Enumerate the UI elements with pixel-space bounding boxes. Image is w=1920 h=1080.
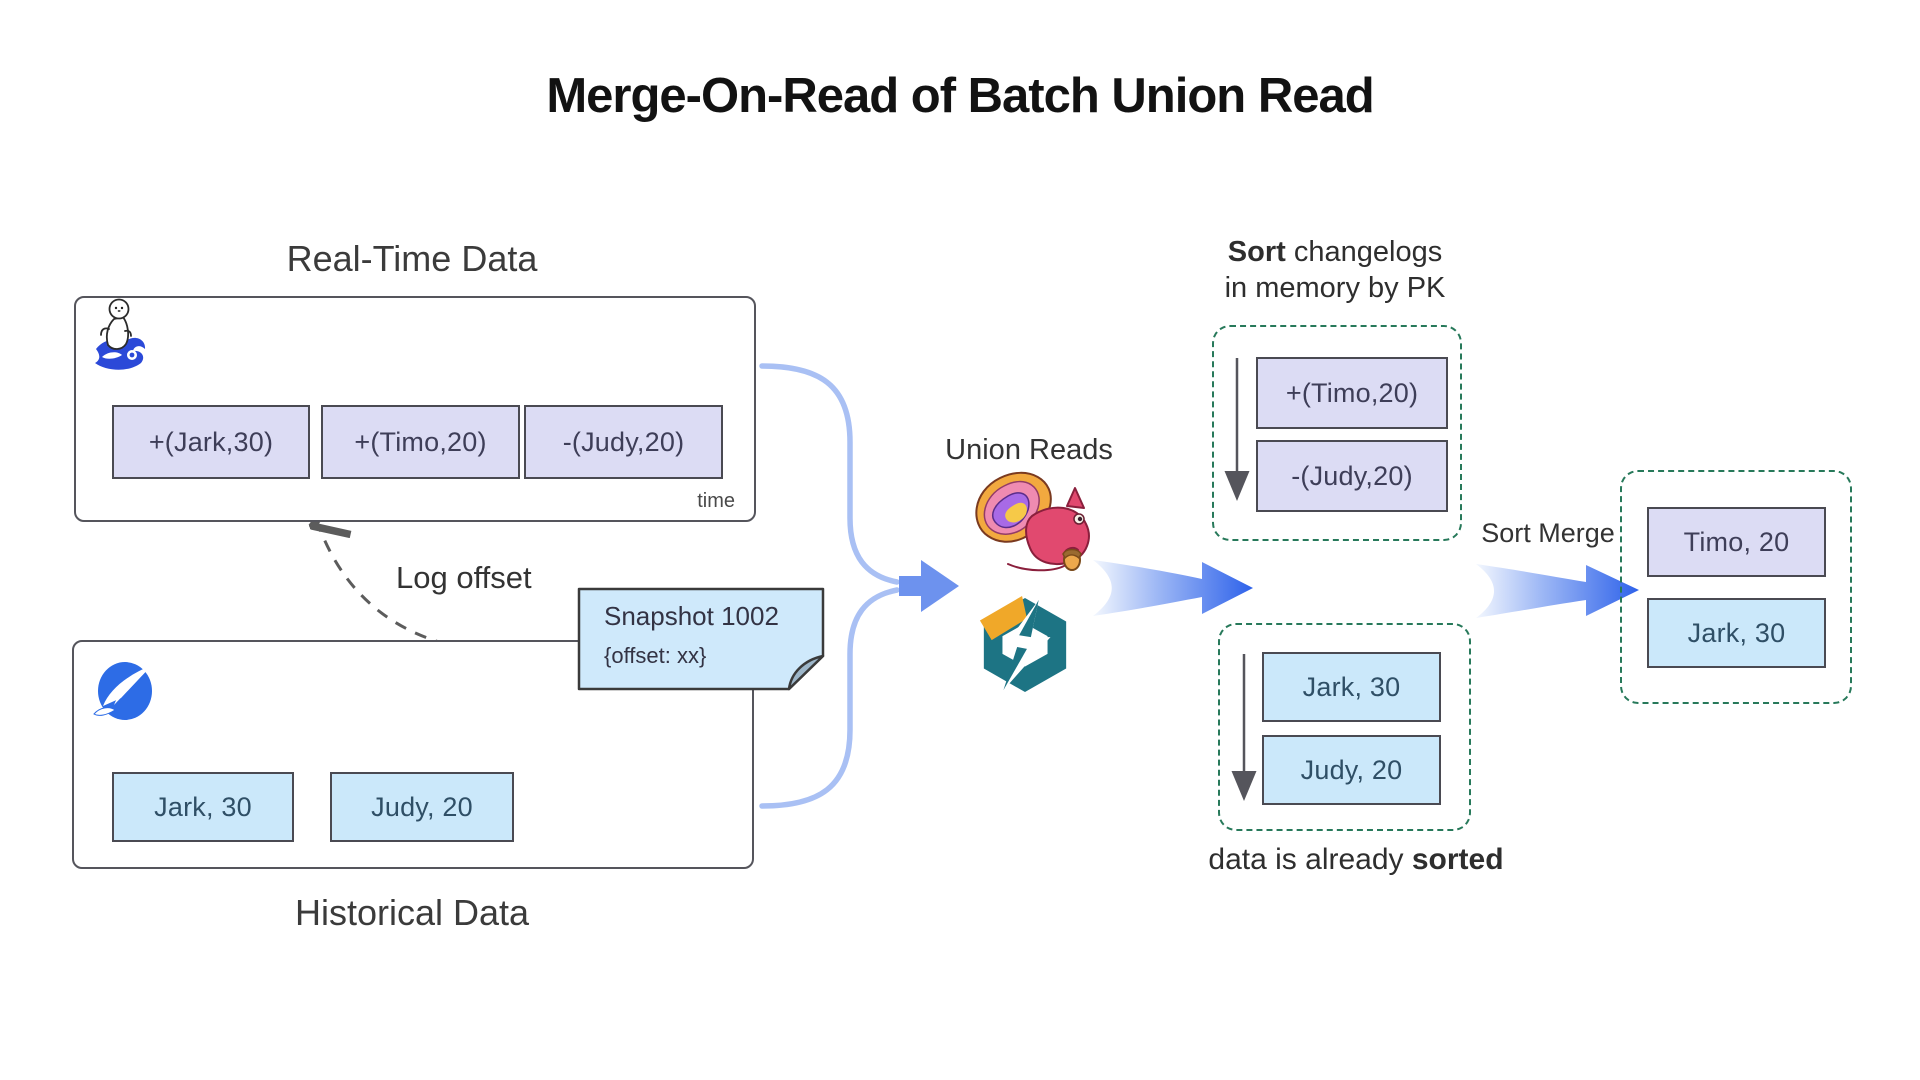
blue-marlin-circle-icon: [93, 662, 152, 720]
paimon-seal-on-wave-icon: [95, 298, 146, 370]
snapshot-note-title: Snapshot 1002: [604, 601, 779, 631]
sorted-caption: data is already sorted: [1208, 843, 1504, 876]
reads-to-sort-arrow: [1093, 560, 1253, 616]
time-axis-label: time: [697, 490, 735, 512]
sorted-changelog-cell: +(Timo,20): [1256, 357, 1448, 429]
flink-squirrel-icon: [975, 471, 1090, 572]
changelog-cell: +(Jark,30): [112, 405, 310, 479]
union-brace-arrow: [759, 363, 959, 809]
paimon-hexagon-bolt-icon: [979, 596, 1067, 693]
result-cell: Timo, 20: [1647, 507, 1826, 577]
historical-heading: Historical Data: [294, 892, 530, 933]
merge-result-group-box: [1620, 470, 1852, 704]
changelog-cell: -(Judy,20): [524, 405, 723, 479]
result-cell: Jark, 30: [1647, 598, 1826, 668]
historical-cell: Judy, 20: [330, 772, 514, 842]
sort-bold-text: Sort: [1227, 236, 1286, 268]
sort-changelogs-heading: Sort changelogs in memory by PK: [1224, 236, 1446, 304]
sorted-data-cell: Judy, 20: [1262, 735, 1441, 805]
log-offset-dashed-arrow: [318, 524, 579, 655]
historical-cell: Jark, 30: [112, 772, 294, 842]
changelog-cell: +(Timo,20): [321, 405, 520, 479]
sorted-bold-text: sorted: [1411, 843, 1504, 876]
sort-changelogs-group-box: [1212, 325, 1462, 541]
snapshot-note-offset: {offset: xx}: [604, 643, 707, 668]
sorted-data-cell: Jark, 30: [1262, 652, 1441, 722]
sorted-changelog-cell: -(Judy,20): [1256, 440, 1448, 512]
realtime-heading: Real-Time Data: [286, 238, 538, 279]
log-offset-label: Log offset: [396, 560, 532, 595]
union-reads-label: Union Reads: [945, 434, 1113, 466]
sorted-data-group-box: [1218, 623, 1471, 831]
sort-merge-label: Sort Merge: [1481, 518, 1615, 548]
sort-merge-arrow: [1476, 564, 1639, 618]
page-title: Merge-On-Read of Batch Union Read: [546, 69, 1374, 123]
snapshot-note: [577, 587, 825, 691]
